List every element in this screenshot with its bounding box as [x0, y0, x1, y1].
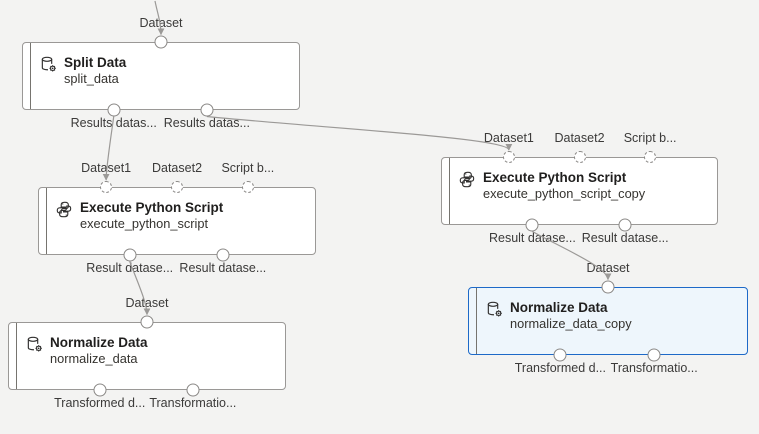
node-title: Split Data: [64, 55, 127, 70]
port-output-split_data-1[interactable]: [200, 103, 214, 117]
database-gear-icon: [486, 301, 503, 318]
python-icon: [56, 201, 73, 218]
output-port-label: Transformed d...: [54, 396, 146, 410]
port-output-normalize_data_copy-0[interactable]: [553, 348, 567, 362]
port-output-normalize_data-0[interactable]: [93, 383, 107, 397]
database-gear-icon: [40, 56, 57, 73]
output-port-label: Results datas...: [70, 116, 157, 130]
port-output-normalize_data-1[interactable]: [186, 383, 200, 397]
input-port-label: Dataset2: [151, 161, 203, 175]
port-output-execute_python_script_copy-0[interactable]: [525, 218, 539, 232]
input-port-label: Dataset2: [554, 131, 605, 145]
port-input-execute_python_script-0[interactable]: [100, 181, 113, 193]
node-subtitle: normalize_data_copy: [510, 316, 632, 331]
input-port-label: Dataset: [125, 296, 169, 310]
output-port-label: Result datase...: [581, 231, 669, 245]
port-output-split_data-0[interactable]: [107, 103, 121, 117]
node-subtitle: normalize_data: [50, 351, 138, 366]
output-port-label: Transformed d...: [514, 361, 607, 375]
port-output-execute_python_script-1[interactable]: [216, 248, 230, 262]
port-output-normalize_data_copy-1[interactable]: [647, 348, 661, 362]
port-output-execute_python_script-0[interactable]: [123, 248, 137, 262]
database-gear-icon: [26, 336, 43, 353]
edge-3[interactable]: [129, 261, 151, 316]
port-input-execute_python_script_copy-2[interactable]: [644, 151, 657, 163]
input-port-label: Dataset: [586, 261, 630, 275]
port-input-execute_python_script-2[interactable]: [241, 181, 254, 193]
port-input-normalize_data-0[interactable]: [140, 315, 154, 329]
edge-4[interactable]: [532, 230, 612, 281]
edge-2[interactable]: [206, 115, 513, 151]
port-output-execute_python_script_copy-1[interactable]: [618, 218, 632, 232]
input-port-label: Dataset1: [483, 131, 534, 145]
input-port-label: Dataset: [139, 16, 183, 30]
input-port-label: Script b...: [623, 131, 677, 145]
node-title: Normalize Data: [50, 335, 148, 350]
output-port-label: Transformatio...: [610, 361, 698, 375]
port-input-execute_python_script_copy-0[interactable]: [502, 151, 515, 163]
port-input-split_data-0[interactable]: [154, 35, 168, 49]
port-input-execute_python_script_copy-1[interactable]: [573, 151, 586, 163]
node-title: Execute Python Script: [80, 200, 224, 215]
input-port-label: Dataset1: [81, 161, 132, 175]
node-title: Execute Python Script: [483, 170, 627, 185]
output-port-label: Result datase...: [488, 231, 576, 245]
python-icon: [459, 171, 476, 188]
input-port-label: Script b...: [221, 161, 275, 175]
edge-0[interactable]: [154, 0, 165, 36]
node-subtitle: execute_python_script_copy: [483, 186, 646, 201]
port-input-normalize_data_copy-0[interactable]: [601, 280, 615, 294]
node-title: Normalize Data: [510, 300, 608, 315]
edge-1[interactable]: [102, 116, 115, 181]
output-port-label: Result datase...: [86, 261, 174, 275]
port-input-execute_python_script-1[interactable]: [171, 181, 183, 193]
node-subtitle: execute_python_script: [80, 216, 209, 231]
output-port-label: Transformatio...: [149, 396, 237, 410]
output-port-label: Result datase...: [179, 261, 267, 275]
node-subtitle: split_data: [64, 71, 119, 86]
output-port-label: Results datas...: [163, 116, 250, 130]
